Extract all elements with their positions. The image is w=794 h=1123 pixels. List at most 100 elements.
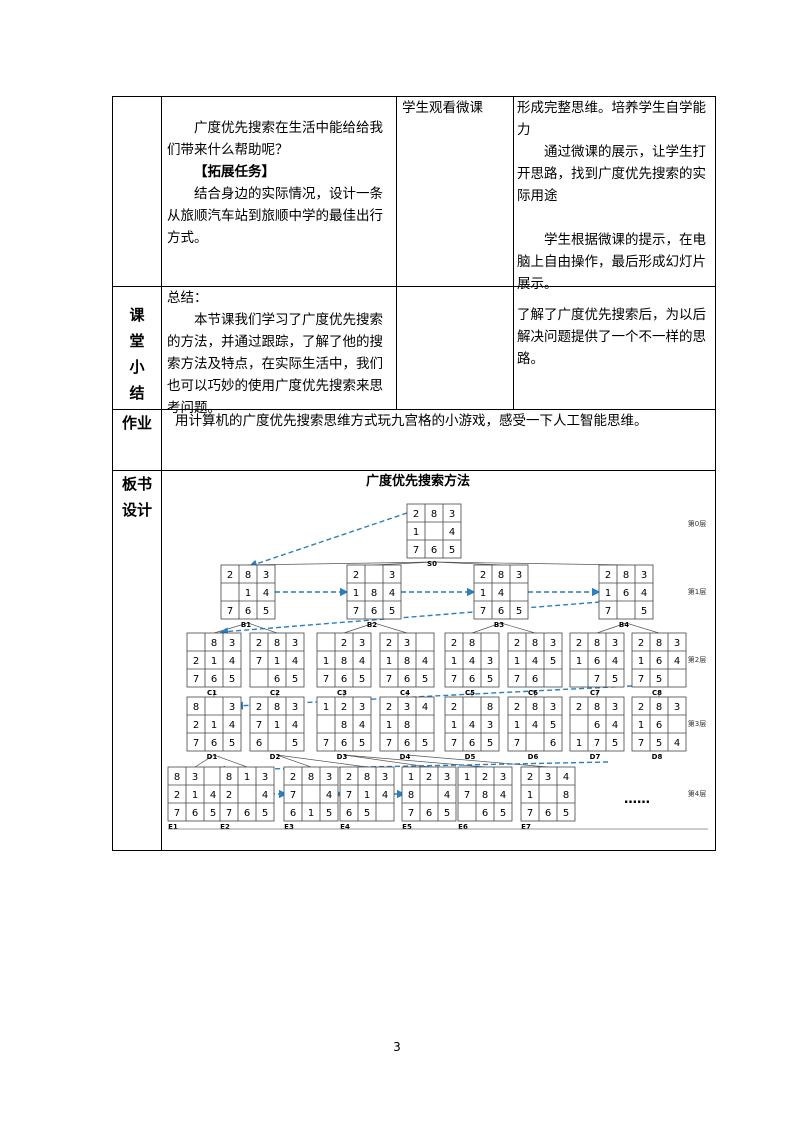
board-cell: 7 xyxy=(256,720,262,731)
board-cell: 1 xyxy=(638,656,644,667)
row-divider xyxy=(113,286,715,287)
board-cell: 1 xyxy=(408,772,414,783)
board-cell: 3 xyxy=(612,702,618,713)
board-cell: 8 xyxy=(226,772,232,783)
tree-edges xyxy=(194,561,660,768)
arrow-s0-b1 xyxy=(248,512,408,568)
board-label: C5 xyxy=(465,689,475,697)
board-cell: 7 xyxy=(638,738,644,749)
board-cell: 5 xyxy=(422,674,428,685)
board-frame xyxy=(598,564,654,620)
board-cell: 4 xyxy=(210,790,216,801)
board-cell: 2 xyxy=(256,702,262,713)
board-cell: 6 xyxy=(211,738,217,749)
board-cell: 4 xyxy=(469,656,475,667)
board-cell: 5 xyxy=(389,606,395,617)
board-cell: 6 xyxy=(498,606,504,617)
board-cell: 4 xyxy=(389,588,395,599)
tree-edge xyxy=(343,622,375,634)
board-cell: 1 xyxy=(514,656,520,667)
board-cell: 2 xyxy=(426,772,432,783)
board-frame xyxy=(569,696,625,752)
board-cell: 6 xyxy=(623,588,629,599)
board-cell: 7 xyxy=(227,606,233,617)
board-cell: 7 xyxy=(290,790,296,801)
board-cell: 3 xyxy=(674,702,680,713)
tree-edge xyxy=(194,754,215,768)
board-cell: 1 xyxy=(274,720,280,731)
board-frame xyxy=(401,766,457,822)
board-label: E5 xyxy=(402,823,412,831)
board-cell: 4 xyxy=(263,588,269,599)
board-cell: 4 xyxy=(612,656,618,667)
board-cell: 2 xyxy=(638,638,644,649)
tree-edge xyxy=(433,561,627,566)
board-cell: 3 xyxy=(550,702,556,713)
board-cell: 3 xyxy=(359,702,365,713)
board-cell: 7 xyxy=(193,674,199,685)
board-cell: 8 xyxy=(274,638,280,649)
board-cell: 6 xyxy=(341,738,347,749)
board-cell: 7 xyxy=(594,674,600,685)
board-frame xyxy=(631,696,687,752)
board-cell: 2 xyxy=(605,570,611,581)
intent-line-1: 形成完整思维。培养学生自学能力 xyxy=(517,100,706,138)
board-cell: 6 xyxy=(256,738,262,749)
board-cell: 1 xyxy=(451,656,457,667)
board-frame xyxy=(249,632,305,688)
board-cell: 4 xyxy=(422,656,428,667)
class-summary-heading: 课 堂 小 结 xyxy=(129,306,145,402)
board-cell: 6 xyxy=(469,738,475,749)
board-cell: 4 xyxy=(326,790,332,801)
board-cell: 6 xyxy=(594,720,600,731)
board-cell: 4 xyxy=(532,720,538,731)
board-cell: 3 xyxy=(550,638,556,649)
board-cell: 5 xyxy=(500,808,506,819)
board-cell: 4 xyxy=(229,656,235,667)
board-cell: 6 xyxy=(404,674,410,685)
tree-edge xyxy=(213,754,248,768)
board-cell: 6 xyxy=(594,656,600,667)
board-cell: 2 xyxy=(413,509,419,520)
board-cell: 8 xyxy=(308,772,314,783)
board-cell: 6 xyxy=(371,606,377,617)
homework-text: 用计算机的广度优先搜索思维方式玩九宫格的小游戏，感受一下人工智能思维。 xyxy=(175,413,648,429)
board-label: B1 xyxy=(241,621,251,629)
board-cell: 8 xyxy=(532,702,538,713)
board-cell: 1 xyxy=(576,738,582,749)
board-cell: 2 xyxy=(514,702,520,713)
board-label: E4 xyxy=(340,823,350,831)
board-frame xyxy=(444,632,500,688)
tree-edge xyxy=(343,754,430,768)
board-cell: 6 xyxy=(656,656,662,667)
board-cell: 8 xyxy=(656,638,662,649)
board-cell: 5 xyxy=(487,738,493,749)
board-frame xyxy=(316,696,372,752)
board-cell: 2 xyxy=(386,638,392,649)
board-cell: 3 xyxy=(641,570,647,581)
board-label: D3 xyxy=(337,753,348,761)
board-cell: 8 xyxy=(431,509,437,520)
board-label: C6 xyxy=(528,689,538,697)
board-cell: 2 xyxy=(174,790,180,801)
board-cell: 6 xyxy=(426,808,432,819)
board-cell: 7 xyxy=(605,606,611,617)
board-cell: 4 xyxy=(674,656,680,667)
summary-intent: 了解了广度优先搜索后，为以后解决问题提供了一个不一样的思路。 xyxy=(517,307,706,367)
board-cell: 7 xyxy=(638,674,644,685)
board-cell: 4 xyxy=(359,720,365,731)
column-divider xyxy=(396,97,397,409)
board-cell: 4 xyxy=(292,720,298,731)
board-cell: 8 xyxy=(656,702,662,713)
